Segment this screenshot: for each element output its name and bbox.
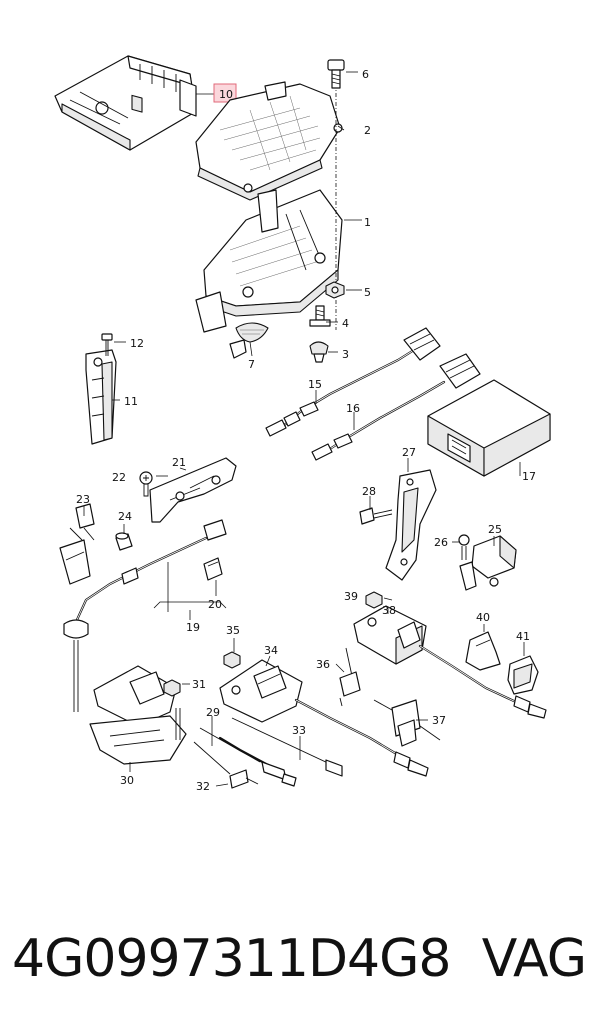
callout-4: 4 (342, 317, 349, 330)
callout-15: 15 (308, 378, 322, 391)
nox-sensor-part-38 (353, 605, 547, 719)
callout-35: 35 (226, 624, 240, 637)
screw-part-12 (101, 333, 113, 356)
callout-3: 3 (342, 348, 349, 361)
callout-29: 29 (206, 706, 220, 719)
engine-control-unit (54, 55, 214, 151)
clip-part-20 (203, 557, 223, 581)
callout-2: 2 (364, 124, 371, 137)
callout-23: 23 (76, 493, 90, 506)
nut-part-35 (223, 651, 241, 669)
callout-38: 38 (382, 604, 396, 617)
bracket-part-27 (385, 469, 437, 581)
callout-26: 26 (434, 536, 448, 549)
callout-6: 6 (362, 68, 369, 81)
holder-part-11 (85, 349, 117, 445)
clip-part-32 (193, 741, 259, 789)
nox-sensor-part-34 (219, 659, 429, 777)
part-number-footer: 4G0997311D4G8 VAG (0, 900, 600, 1018)
callout-5: 5 (364, 286, 371, 299)
callout-19: 19 (186, 621, 200, 634)
temperature-sensor-part-29 (199, 727, 297, 787)
screw-part-22 (139, 471, 153, 497)
pressure-sensor-part-25 (459, 535, 517, 591)
part-number: 4G0997311D4G8 (12, 929, 451, 989)
callout-10: 10 (219, 88, 233, 101)
callout-39: 39 (344, 590, 358, 603)
callout-20: 20 (208, 598, 222, 611)
callout-33: 33 (292, 724, 306, 737)
holder-part-23 (59, 503, 95, 585)
bracket-part-40 (465, 631, 501, 671)
callout-27: 27 (402, 446, 416, 459)
ecu-cover (195, 81, 343, 201)
bolt-part-6 (327, 59, 345, 89)
clip-part-3 (309, 341, 329, 363)
callout-36: 36 (316, 658, 330, 671)
nut-part-5 (325, 281, 345, 299)
temperature-sensor-part-33 (231, 717, 343, 777)
callout-11: 11 (124, 395, 138, 408)
callout-30: 30 (120, 774, 134, 787)
callout-32: 32 (196, 780, 210, 793)
callout-34: 34 (264, 644, 278, 657)
callout-28: 28 (362, 485, 376, 498)
callout-1: 1 (364, 216, 371, 229)
exhaust-sensor-part-16 (311, 353, 481, 461)
callout-37: 37 (432, 714, 446, 727)
nut-part-39 (365, 591, 383, 609)
callout-10-highlight (213, 83, 237, 103)
nut-part-31 (163, 679, 181, 697)
callout-16: 16 (346, 402, 360, 415)
callout-24: 24 (118, 510, 132, 523)
callout-17: 17 (522, 470, 536, 483)
bracket-part-41 (507, 655, 539, 695)
callout-25: 25 (488, 523, 502, 536)
stud-part-4 (309, 305, 331, 327)
screw-part-26 (458, 534, 470, 560)
callout-12: 12 (130, 337, 144, 350)
bracket-part-21 (149, 457, 237, 523)
ecu-bracket (195, 189, 343, 333)
grommet-part-7 (229, 322, 269, 359)
exploded-parts-diagram: 10 (54, 55, 551, 793)
callout-31: 31 (192, 678, 206, 691)
brand-label: VAG (481, 929, 587, 989)
plug-part-24 (115, 532, 133, 551)
callout-7: 7 (248, 358, 255, 371)
bolt-part-28 (359, 507, 393, 525)
callout-21: 21 (172, 456, 186, 469)
callout-41: 41 (516, 630, 530, 643)
exhaust-sensor-part-15 (265, 327, 441, 437)
connector-part-37 (373, 699, 441, 747)
temperature-sensor-part-19 (63, 519, 227, 712)
callout-22: 22 (112, 471, 126, 484)
sensor-part-36 (339, 647, 361, 707)
callout-40: 40 (476, 611, 490, 624)
control-module-part-17 (427, 379, 551, 477)
nox-sensor-part-30 (89, 665, 187, 765)
